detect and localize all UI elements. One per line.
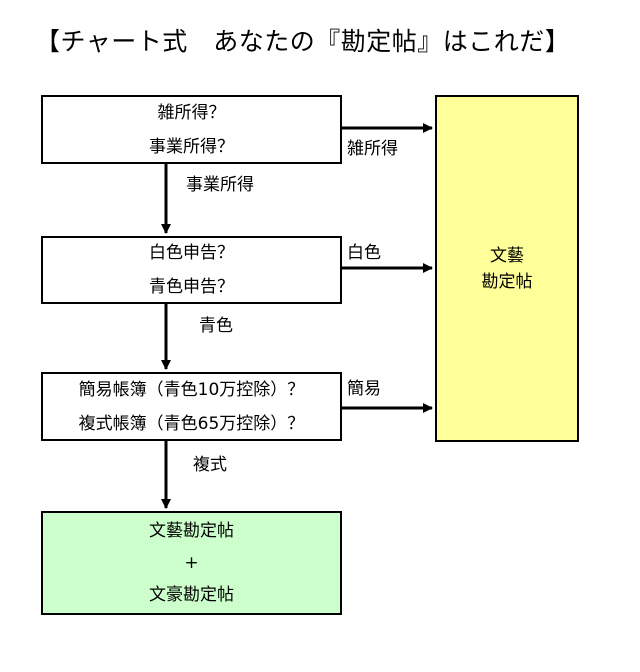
question-box-bookkeeping-type: 簡易帳簿（青色10万控除）？ 複式帳簿（青色65万控除）？	[41, 372, 342, 441]
edge-label-simple: 簡易	[347, 379, 381, 399]
question-box-filing-type: 白色申告？ 青色申告？	[41, 236, 342, 304]
result-green-plus: +	[184, 553, 199, 573]
result-box-bungei-bungo-ledger: 文藝勘定帖 + 文豪勘定帖	[41, 511, 342, 615]
result-green-line1: 文藝勘定帖	[149, 521, 234, 541]
edge-label-misc-income: 雑所得	[347, 139, 398, 159]
edge-label-business-income: 事業所得	[186, 175, 254, 195]
result-yellow-line2: 勘定帖	[481, 271, 533, 292]
edge-label-blue: 青色	[199, 316, 233, 336]
question-double-entry-bookkeeping: 複式帳簿（青色65万控除）？	[78, 413, 305, 434]
edge-label-double-entry: 複式	[193, 455, 227, 475]
question-misc-income: 雑所得？	[157, 102, 226, 123]
question-business-income: 事業所得？	[149, 136, 234, 157]
diagram-title: 【チャート式 あなたの『勘定帖』はこれだ】	[35, 27, 571, 56]
edge-label-white: 白色	[347, 243, 381, 263]
question-box-income-type: 雑所得？ 事業所得？	[41, 95, 342, 164]
question-white-filing: 白色申告？	[149, 243, 234, 263]
result-yellow-line1: 文藝	[490, 245, 524, 266]
result-green-line3: 文豪勘定帖	[149, 585, 234, 605]
question-simple-bookkeeping: 簡易帳簿（青色10万控除）？	[78, 379, 305, 400]
result-box-bungei-ledger: 文藝 勘定帖	[435, 95, 579, 442]
question-blue-filing: 青色申告？	[149, 277, 234, 297]
